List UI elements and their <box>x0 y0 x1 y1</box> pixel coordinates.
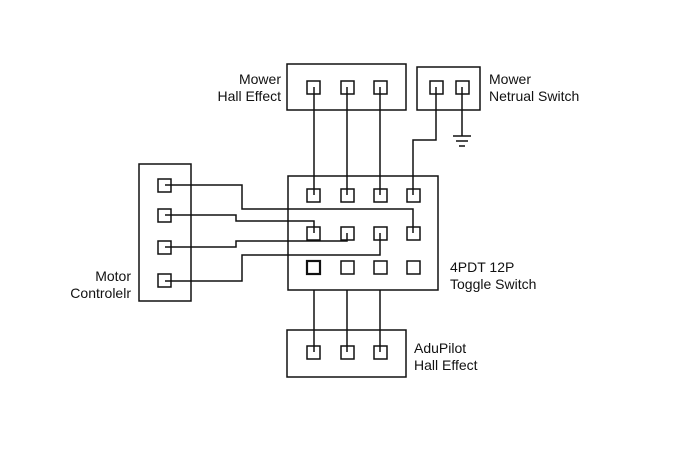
toggle-switch-label-line2: Toggle Switch <box>450 276 537 292</box>
mower-hall-effect-label: Mower Hall Effect <box>217 71 281 105</box>
motor-controller-label: Motor Controlelr <box>70 268 131 302</box>
switch-pin-r3-c1 <box>305 259 322 276</box>
switch-pin-r3-c2 <box>340 260 355 275</box>
wire-motor-4 <box>165 233 381 282</box>
wire-motor-3 <box>165 233 348 248</box>
mower-hall-effect-label-line2: Hall Effect <box>217 88 281 104</box>
mower-hall-effect-label-line1: Mower <box>238 71 281 87</box>
toggle-switch-label: 4PDT 12P Toggle Switch <box>450 259 536 293</box>
motor-controller-label-line2: Controlelr <box>70 285 131 301</box>
mower-neutral-switch-label-line1: Mower <box>489 71 532 87</box>
wire-motor-1 <box>165 184 414 233</box>
switch-pin-r3-c4 <box>406 260 421 275</box>
toggle-switch-body <box>287 175 439 291</box>
wire-motor-2 <box>165 214 315 233</box>
adupilot-hall-effect-label-line1: AduPilot <box>414 340 467 356</box>
motor-controller-connector <box>138 163 192 302</box>
mower-neutral-switch-connector <box>416 66 481 111</box>
switch-pin-r3-c3 <box>373 260 388 275</box>
motor-controller-label-line1: Motor <box>95 268 131 284</box>
wire-neutral-to-switch <box>412 87 437 195</box>
ground-symbol-icon <box>453 135 471 147</box>
toggle-switch-label-line1: 4PDT 12P <box>450 259 515 275</box>
mower-neutral-switch-label: Mower Netrual Switch <box>489 71 579 105</box>
adupilot-hall-effect-label: AduPilot Hall Effect <box>414 340 478 374</box>
adupilot-hall-effect-label-line2: Hall Effect <box>414 357 478 373</box>
mower-neutral-switch-label-line2: Netrual Switch <box>489 88 580 104</box>
